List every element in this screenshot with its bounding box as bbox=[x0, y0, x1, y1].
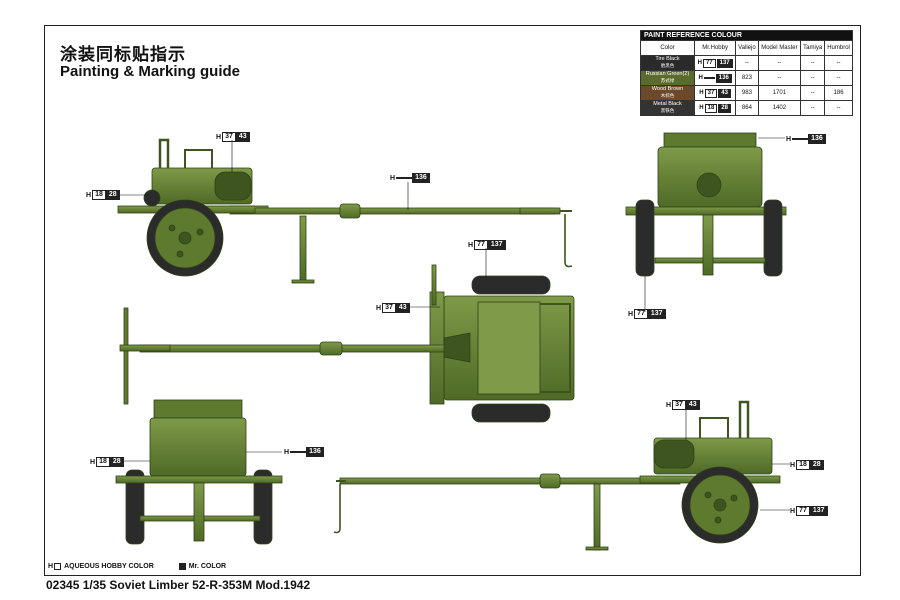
rear-view-left bbox=[115, 399, 283, 545]
swatch-russian-green: Russian Green(2)苏式绿 bbox=[640, 70, 695, 86]
kit-title-footer: 02345 1/35 Soviet Limber 52-R-353M Mod.1… bbox=[46, 578, 311, 592]
side-view-left bbox=[117, 138, 573, 284]
paint-reference-table: PAINT REFERENCE COLOUR Color Mr.Hobby Va… bbox=[640, 30, 853, 116]
page-title-chinese: 涂装同标贴指示 bbox=[60, 45, 186, 65]
page-title: Painting & Marking guide bbox=[60, 63, 241, 80]
legend-mr-color: Mr. COLOR bbox=[178, 563, 226, 570]
vallejo-code: 864 bbox=[735, 100, 759, 116]
top-view bbox=[119, 248, 575, 423]
front-view-right bbox=[625, 132, 787, 312]
side-view-right bbox=[333, 400, 790, 551]
humbrol-code: -- bbox=[824, 100, 853, 116]
page-frame bbox=[44, 25, 861, 576]
